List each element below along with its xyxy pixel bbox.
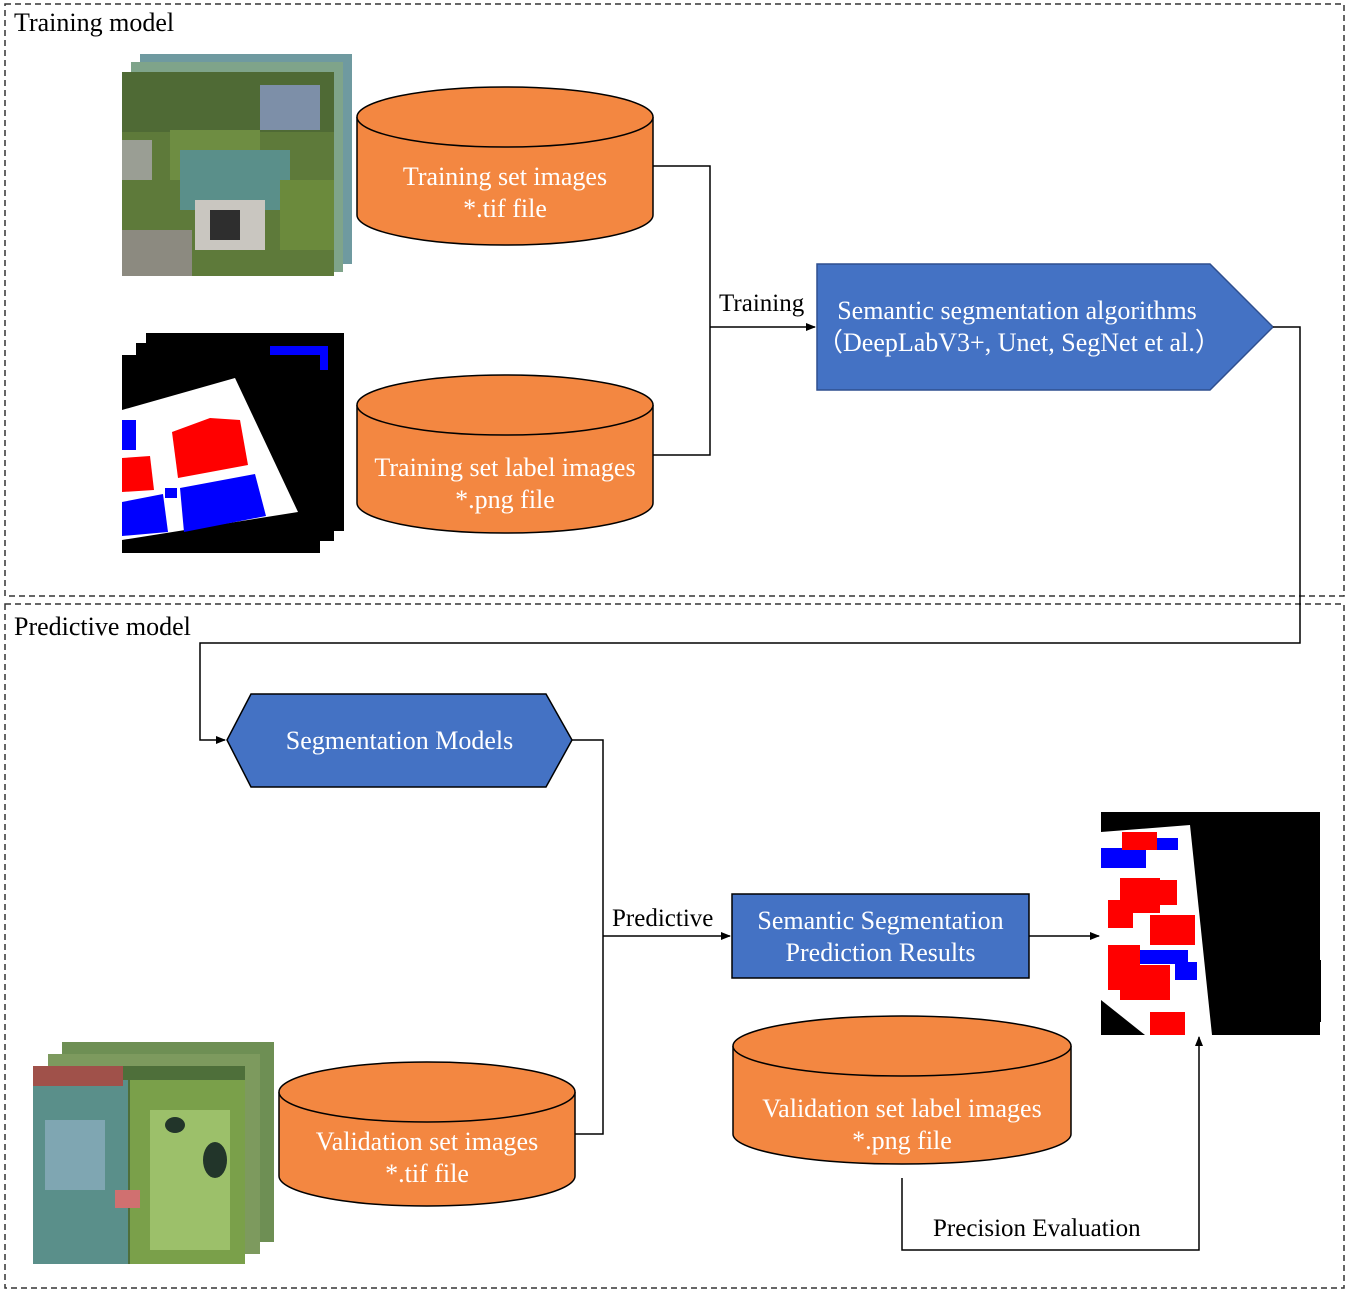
- prediction-results-node: [731, 893, 1030, 979]
- training-aerial-image-stack: [122, 54, 352, 276]
- training-labels-cylinder: [356, 374, 654, 534]
- validation-images-cylinder: [278, 1061, 576, 1207]
- training-section-label: Training model: [14, 8, 175, 37]
- arrow-algorithms-to-models: [199, 326, 1301, 744]
- predictive-section-frame: [4, 603, 1345, 1289]
- validation-aerial-image-stack: [33, 1042, 274, 1264]
- connector-training-labels: [653, 327, 711, 456]
- connector-validation-images: [575, 936, 604, 1135]
- validation-labels-cylinder: [732, 1015, 1072, 1165]
- segmentation-models-node: [226, 693, 573, 788]
- training-section-frame: [4, 3, 1345, 597]
- training-label-image-stack: [122, 333, 344, 553]
- connector-models: [572, 739, 604, 936]
- precision-evaluation-label: Precision Evaluation: [933, 1215, 1141, 1242]
- algorithms-node: [816, 263, 1275, 391]
- prediction-result-image-stack: [1101, 812, 1321, 1035]
- training-images-cylinder: [356, 86, 654, 246]
- arrow-precision-evaluation: [901, 1036, 1203, 1251]
- predictive-section-label: Predictive model: [14, 612, 191, 641]
- predictive-edge-label: Predictive: [612, 905, 714, 932]
- connector-training-images: [653, 165, 711, 327]
- training-edge-label: Training: [719, 290, 805, 317]
